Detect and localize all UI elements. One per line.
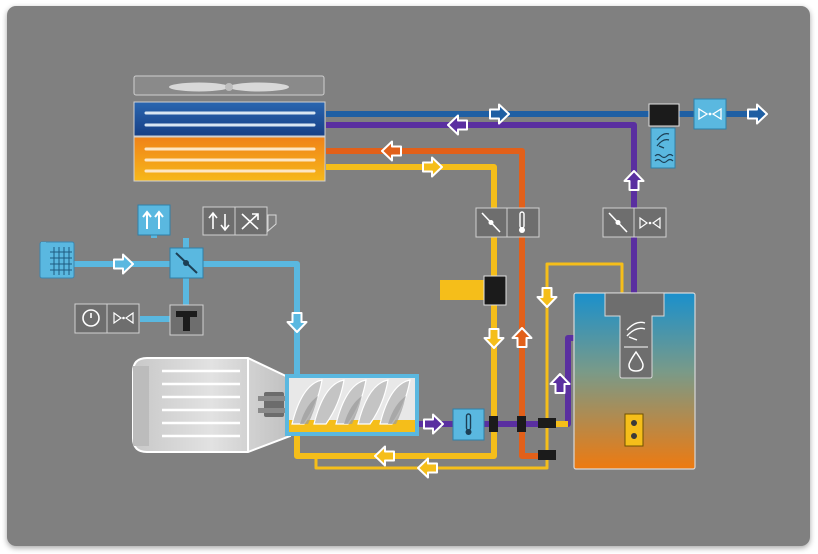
flow-arrow-icon [417, 457, 438, 479]
flow-arrow-icon [747, 103, 768, 125]
oil-level-indicator [624, 413, 644, 447]
thermometer-icon [519, 211, 525, 233]
pilot-valve-icon[interactable] [202, 206, 277, 236]
flow-arrows [113, 103, 768, 479]
air-oil-separator-tank [573, 292, 696, 470]
pressure-gauge-icon[interactable] [74, 303, 140, 334]
oil-filter-icon[interactable] [440, 275, 507, 306]
intake-air-pipe [72, 261, 300, 378]
intake-valve-icon[interactable] [169, 247, 204, 279]
flow-arrow-icon [113, 253, 134, 275]
flow-arrow-icon [447, 114, 468, 136]
pipe-joints [489, 416, 556, 460]
minimum-pressure-valve[interactable] [602, 207, 667, 238]
t-fitting-icon [169, 304, 204, 336]
air-cooler-core [133, 101, 326, 137]
coupling-icon [258, 392, 288, 417]
thermometer-icon [465, 413, 472, 435]
cooler-unit [133, 75, 326, 182]
flow-arrow-icon [483, 328, 505, 349]
thermostatic-valve[interactable] [475, 207, 540, 238]
moisture-separator-icon[interactable] [648, 103, 680, 169]
flow-arrow-icon [536, 287, 558, 308]
separator-oil-return-pipe [314, 262, 624, 470]
compressed-air-return-pipe [326, 122, 637, 295]
solenoid-icon[interactable] [137, 204, 171, 236]
flow-arrow-icon [374, 445, 395, 467]
screw-airend [285, 374, 419, 436]
flow-arrow-icon [511, 327, 533, 348]
flow-arrow-icon [422, 156, 443, 178]
discharge-temp-sensor[interactable] [452, 408, 485, 441]
flow-arrow-icon [423, 413, 444, 435]
flow-arrow-icon [489, 103, 510, 125]
flow-arrow-icon [286, 312, 308, 333]
flow-arrow-icon [381, 140, 402, 162]
air-oil-separator-icon [624, 321, 648, 348]
fan-icon [169, 82, 289, 92]
flow-arrow-icon [623, 170, 645, 191]
check-valve-icon[interactable] [693, 98, 727, 130]
flow-arrow-icon [549, 373, 571, 394]
water-drop-icon [628, 350, 644, 372]
air-filter-icon[interactable] [39, 241, 75, 279]
drive-motor [132, 357, 291, 453]
